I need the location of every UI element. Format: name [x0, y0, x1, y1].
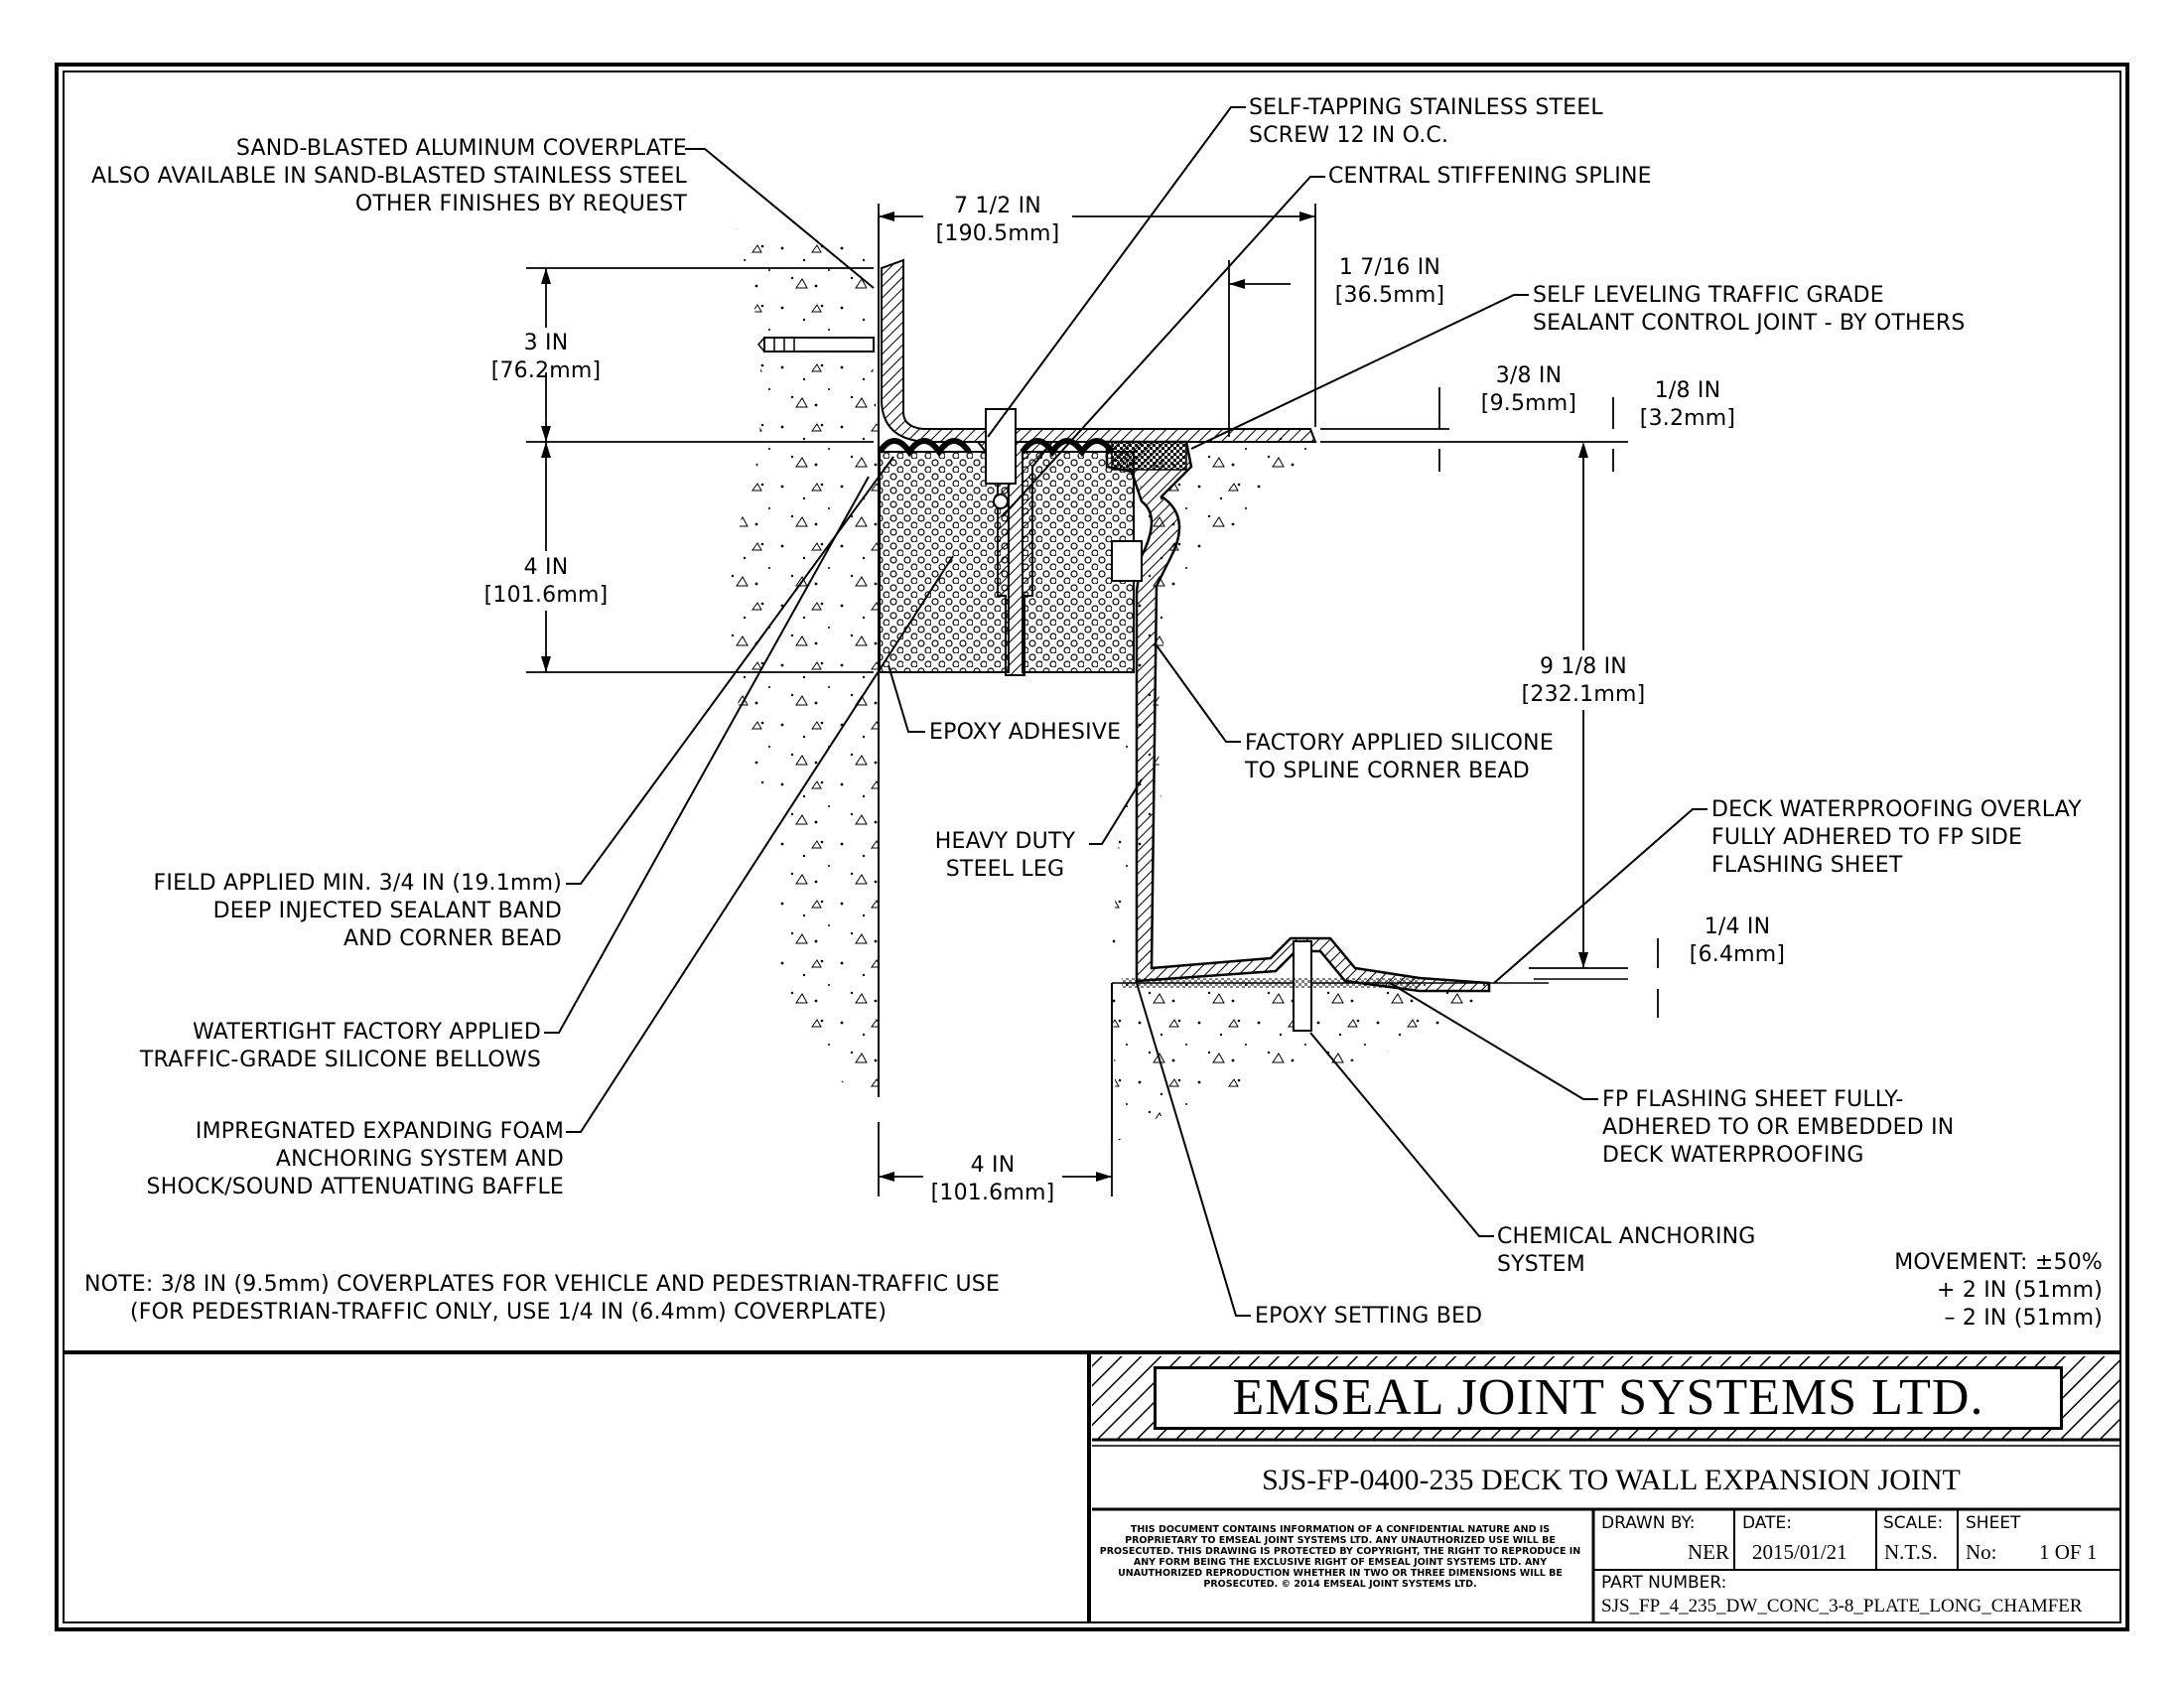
dim-height-918: 9 1/8 IN[232.1mm] — [1521, 654, 1646, 707]
dim-width-bottom: 4 IN[101.6mm] — [930, 1153, 1055, 1205]
aluminum-coverplate — [881, 258, 1317, 443]
drawn-by-label: DRAWN BY: — [1601, 1513, 1696, 1533]
dim-height-3: 3 IN[76.2mm] — [490, 331, 602, 383]
central-spline — [975, 441, 1055, 676]
dim-overlay-14: 1/4 IN[6.4mm] — [1689, 914, 1786, 967]
part-number-value: SJS_FP_4_235_DW_CONC_3-8_PLATE_LONG_CHAM… — [1601, 1596, 2083, 1617]
sheet-label: SHEET — [1966, 1513, 2021, 1533]
callout-epoxy-bed: EPOXY SETTING BED — [1255, 1304, 1483, 1329]
general-note: NOTE: 3/8 IN (9.5mm) COVERPLATES FOR VEH… — [84, 1272, 1001, 1325]
dim-plate-38: 3/8 IN[9.5mm] — [1480, 363, 1577, 416]
callout-fp-sheet: FP FLASHING SHEET FULLY-ADHERED TO OR EM… — [1602, 1087, 1955, 1168]
legal-notice: THIS DOCUMENT CONTAINS INFORMATION OF A … — [1099, 1524, 1581, 1590]
stainless-screw — [985, 408, 1017, 485]
heavy-duty-steel-leg — [1105, 440, 1491, 993]
left-concrete — [729, 228, 879, 1092]
dim-flange: 1 7/16 IN[36.5mm] — [1334, 255, 1445, 308]
sheet-no-value: 1 OF 1 — [2039, 1540, 2098, 1564]
sheet-no-label: No: — [1966, 1540, 1997, 1564]
drawing-title: SJS-FP-0400-235 DECK TO WALL EXPANSION J… — [1262, 1464, 1961, 1496]
callout-epoxy-adhesive: EPOXY ADHESIVE — [929, 720, 1122, 745]
scale-label: SCALE: — [1883, 1513, 1944, 1533]
scale-value: N.T.S. — [1884, 1540, 1938, 1564]
callout-field-sealant: FIELD APPLIED MIN. 3/4 IN (19.1mm)DEEP I… — [153, 871, 562, 951]
dim-height-4: 4 IN[101.6mm] — [483, 555, 609, 608]
drawing-inner-border — [63, 70, 2121, 1623]
date-label: DATE: — [1742, 1513, 1792, 1533]
dim-plate-18: 1/8 IN[3.2mm] — [1639, 378, 1736, 431]
drawn-by-value: NER — [1688, 1540, 1729, 1564]
date-value: 2015/01/21 — [1752, 1540, 1847, 1564]
part-number-label: PART NUMBER: — [1601, 1573, 1727, 1593]
callout-spline: CENTRAL STIFFENING SPLINE — [1328, 164, 1652, 189]
company-name: EMSEAL JOINT SYSTEMS LTD. — [1154, 1366, 2063, 1430]
dim-width-top: 7 1/2 IN[190.5mm] — [935, 194, 1060, 246]
movement-rating: MOVEMENT: ±50%+ 2 IN (51mm)– 2 IN (51mm) — [1894, 1250, 2103, 1331]
drawing-sheet-border — [55, 63, 2129, 1631]
